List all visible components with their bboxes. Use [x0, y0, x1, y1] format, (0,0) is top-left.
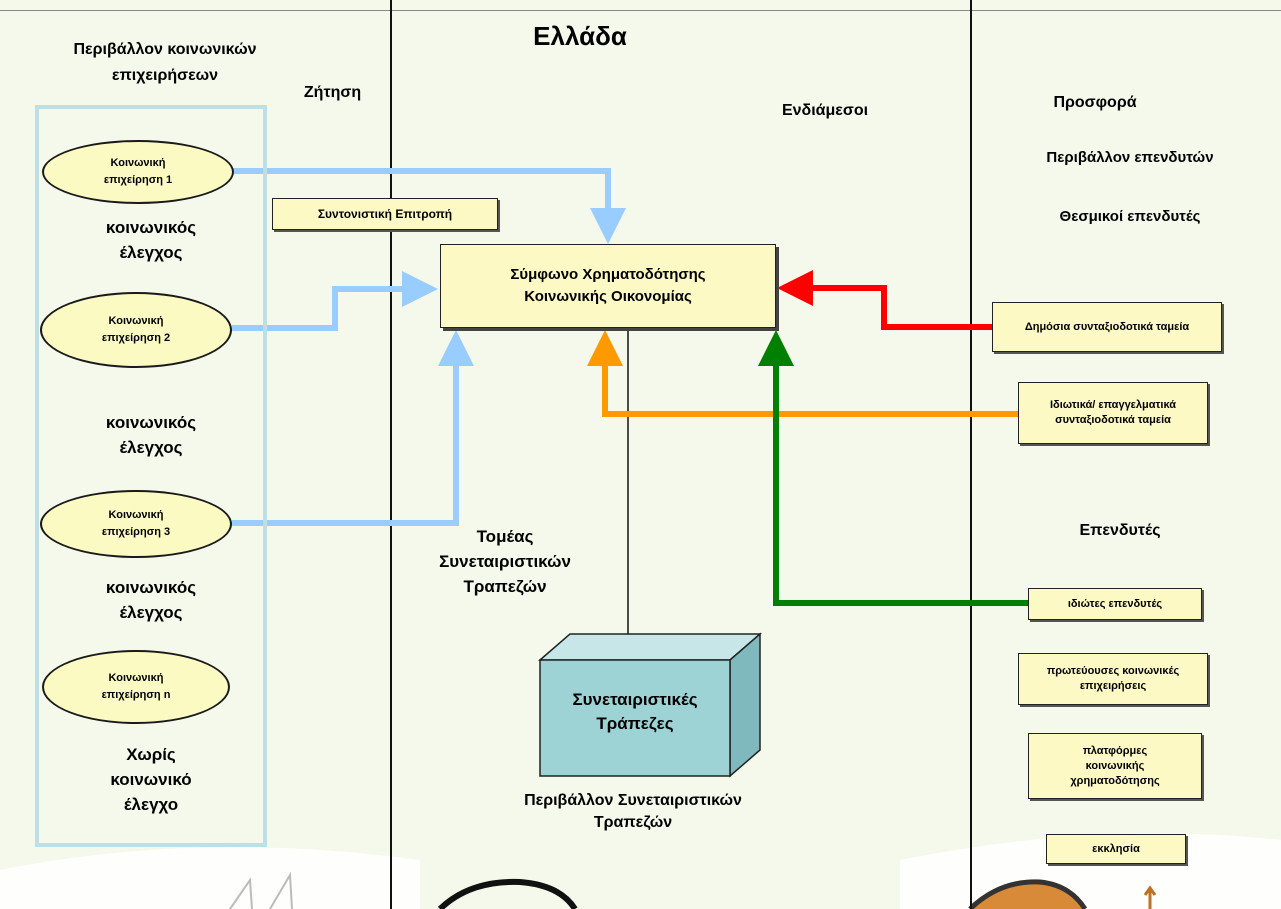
no-social-control: Χωρίς κοινωνικό έλεγχο: [110, 745, 192, 814]
cooperative-banks-label: Συνεταιριστικές Τράπεζες: [572, 690, 698, 733]
cooperative-banks-cube: [537, 632, 763, 778]
cooperative-banks-sector: Τομέας Συνεταιριστικών Τραπεζών: [439, 527, 571, 596]
demand-label: Ζήτηση: [303, 84, 362, 101]
page-title: Ελλάδα: [533, 21, 627, 51]
private-investors-box: ιδιώτες επενδυτές: [1028, 588, 1202, 620]
top-rule: [0, 10, 1281, 11]
cooperative-banks-environment: Περιβάλλον Συνεταιριστικών Τραπεζών: [524, 792, 742, 831]
enterprise-environment-header: Περιβάλλον κοινωνικών επιχειρήσεων: [73, 41, 257, 84]
public-pension-funds-box: Δημόσια συνταξιοδοτικά ταμεία: [992, 302, 1222, 352]
arrow-public-funds: [777, 270, 992, 330]
church-box: εκκλησία: [1046, 834, 1186, 864]
arrow-enterprise-1: [232, 168, 626, 244]
coordinating-committee-box: Συντονιστική Επιτροπή: [272, 198, 498, 230]
arrow-enterprise-3: [232, 330, 474, 526]
institutional-investors-label: Θεσμικοί επενδυτές: [1059, 208, 1201, 225]
intermediaries-label: Ενδιάμεσοι: [781, 102, 869, 119]
arrow-private-funds: [587, 330, 1018, 417]
enterprise-panel: [35, 105, 267, 847]
divider-right: [970, 0, 972, 909]
social-control-1: κοινωνικός έλεγχος: [105, 218, 197, 262]
investor-environment-label: Περιβάλλον επενδυτών: [1046, 149, 1214, 166]
arrow-private-investors: [758, 330, 1028, 606]
social-control-2: κοινωνικός έλεγχος: [105, 413, 197, 457]
divider-left: [390, 0, 392, 909]
arrow-enterprise-2: [232, 271, 438, 331]
supply-label: Προσφορά: [1053, 94, 1137, 111]
social-control-3: κοινωνικός έλεγχος: [105, 578, 197, 622]
investors-label: Επενδυτές: [1079, 522, 1161, 539]
